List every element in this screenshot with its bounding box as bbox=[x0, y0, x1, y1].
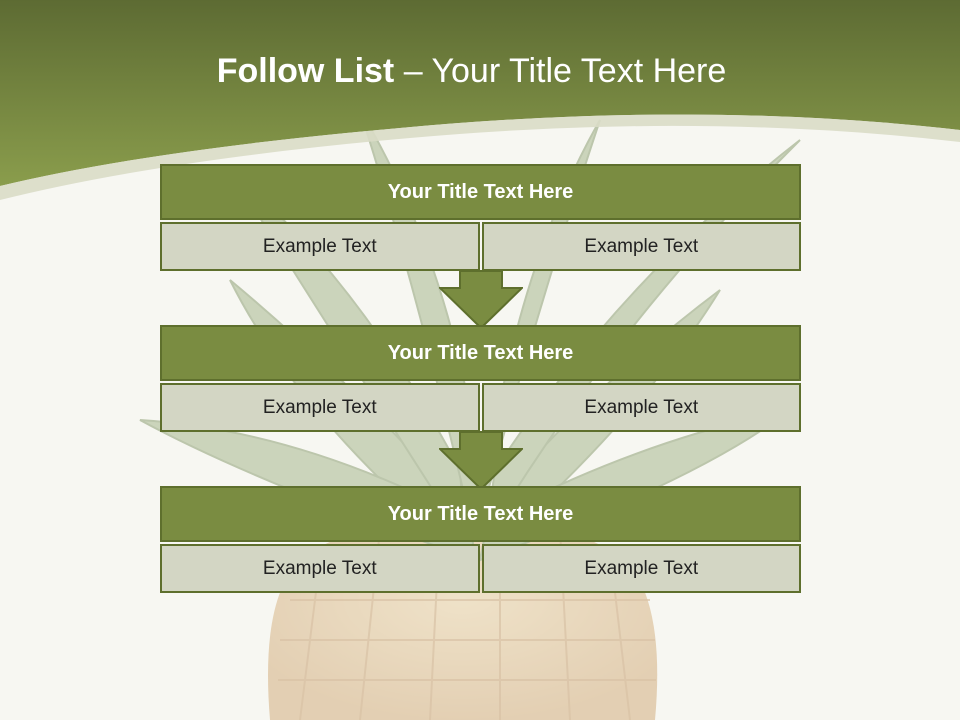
list-block-2: Your Title Text Here Example Text Exampl… bbox=[160, 325, 801, 432]
block-row: Example Text Example Text bbox=[160, 544, 801, 593]
slide-title: Follow List – Your Title Text Here bbox=[0, 52, 943, 91]
list-block-1: Your Title Text Here Example Text Exampl… bbox=[160, 164, 801, 271]
list-block-3: Your Title Text Here Example Text Exampl… bbox=[160, 486, 801, 593]
block-cell-left[interactable]: Example Text bbox=[160, 222, 480, 271]
block-cell-left[interactable]: Example Text bbox=[160, 544, 480, 593]
down-arrow-icon bbox=[439, 431, 523, 491]
block-cell-right[interactable]: Example Text bbox=[481, 544, 801, 593]
block-title[interactable]: Your Title Text Here bbox=[160, 325, 801, 381]
block-row: Example Text Example Text bbox=[160, 383, 801, 432]
slide-title-rest: – Your Title Text Here bbox=[394, 52, 727, 90]
block-row: Example Text Example Text bbox=[160, 222, 801, 271]
slide-title-bold: Follow List bbox=[216, 52, 395, 90]
block-cell-right[interactable]: Example Text bbox=[481, 383, 801, 432]
header-band bbox=[0, 0, 960, 186]
down-arrow-icon bbox=[439, 270, 523, 330]
header-wave bbox=[0, 114, 960, 200]
block-title[interactable]: Your Title Text Here bbox=[160, 486, 801, 542]
block-title[interactable]: Your Title Text Here bbox=[160, 164, 801, 220]
block-cell-right[interactable]: Example Text bbox=[481, 222, 801, 271]
block-cell-left[interactable]: Example Text bbox=[160, 383, 480, 432]
